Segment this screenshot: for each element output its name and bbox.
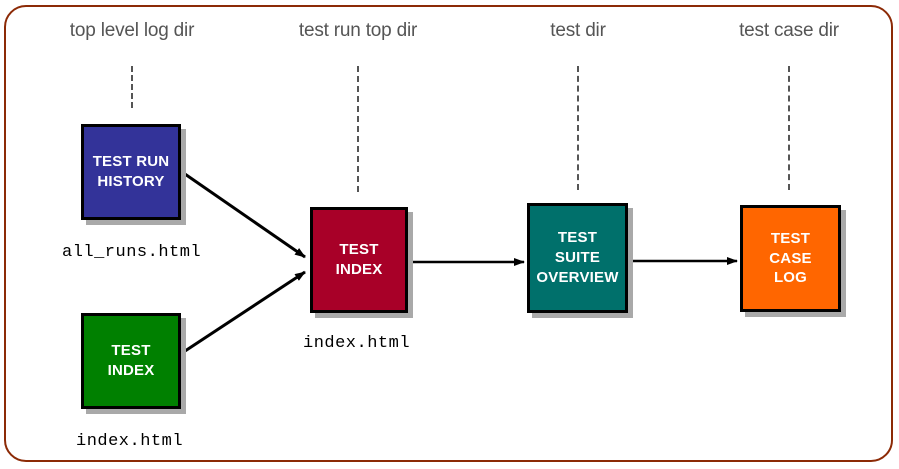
dashed-line-test-run-top-dir (357, 66, 359, 192)
file-label-index-html-red: index.html (303, 334, 411, 353)
column-label-test-run-top-dir: test run top dir (298, 20, 418, 41)
file-label-index-html-green: index.html (76, 432, 184, 451)
node-test-run-history-line-1: TEST RUN (92, 153, 170, 171)
node-test-suite-overview-line-2: SUITE (554, 249, 601, 267)
file-label-all-runs-html: all_runs.html (62, 243, 202, 262)
node-test-case-log-line-2: CASE (769, 249, 812, 267)
dashed-line-test-case-dir (788, 66, 790, 190)
node-test-run-history-line-2: HISTORY (97, 173, 165, 190)
node-test-index-red-line-1: TEST (339, 241, 379, 259)
dashed-line-test-dir (577, 66, 579, 190)
node-test-case-log[interactable]: TEST CASE LOG (740, 205, 841, 312)
node-test-case-log-line-3: LOG (773, 269, 808, 287)
node-test-index-green-line-1: TEST (111, 342, 151, 360)
dashed-line-top-level-log-dir (131, 66, 133, 108)
node-test-index-red[interactable]: TEST INDEX (310, 207, 408, 313)
node-test-case-log-line-1: TEST (770, 229, 811, 247)
column-label-test-dir: test dir (550, 20, 606, 41)
edge-green-index-to-red-index (181, 270, 306, 355)
node-test-index-green[interactable]: TEST INDEX (81, 313, 181, 409)
node-test-run-history[interactable]: TEST RUN HISTORY (81, 124, 181, 220)
node-test-suite-overview-line-1: TEST (557, 229, 598, 247)
node-test-index-red-line-2: INDEX (335, 261, 383, 278)
node-test-index-green-line-2: INDEX (107, 362, 155, 379)
node-test-suite-overview-line-3: OVERVIEW (536, 268, 619, 286)
column-label-test-case-dir: test case dir (739, 20, 839, 41)
node-test-suite-overview[interactable]: TEST SUITE OVERVIEW (527, 203, 628, 313)
column-label-top-level-log-dir: top level log dir (69, 20, 195, 41)
